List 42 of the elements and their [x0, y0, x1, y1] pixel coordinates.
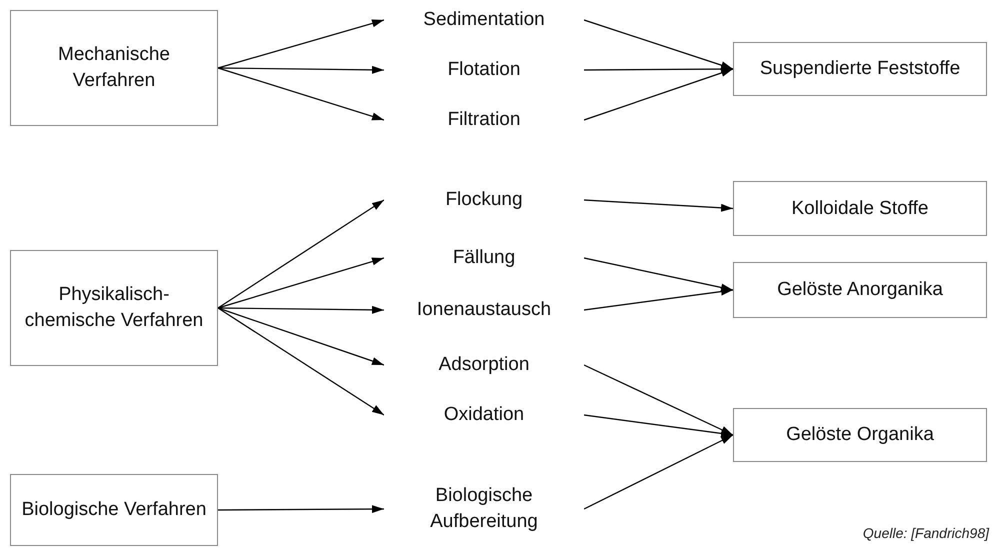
arrow: [218, 306, 384, 314]
arrow: [218, 308, 384, 416]
arrow: [584, 414, 734, 438]
process-box: [733, 42, 987, 96]
process-box: [10, 474, 218, 546]
process-label: Oxidation: [442, 403, 526, 428]
process-label: Flockung: [444, 188, 524, 212]
process-label: Adsorption: [438, 353, 530, 378]
process-box: [10, 10, 218, 126]
arrow: [218, 19, 384, 69]
process-label: Flotation: [446, 58, 522, 82]
box-label: Gelöste Anorganika: [776, 278, 944, 302]
source-note: Quelle: [Fandrich98]: [862, 525, 989, 541]
box-label: Biologische Verfahren: [20, 498, 208, 522]
box-label: Physikalisch-chemische Verfahren: [24, 283, 204, 333]
arrow: [584, 434, 734, 510]
process-box: [733, 408, 987, 462]
process-box: [733, 181, 987, 236]
arrow: [584, 19, 734, 70]
arrow: [218, 505, 384, 514]
process-label: Sedimentation: [422, 8, 546, 32]
process-label: Filtration: [446, 108, 522, 132]
arrow: [584, 257, 734, 292]
arrow: [584, 68, 734, 121]
arrow: [218, 200, 384, 308]
arrow: [584, 199, 734, 212]
box-label: Gelöste Organika: [785, 423, 935, 448]
arrow: [584, 65, 733, 74]
arrow: [218, 307, 384, 366]
box-label: Suspendierte Feststoffe: [758, 57, 962, 82]
box-label: Mechanische Verfahren: [57, 43, 171, 93]
arrow: [218, 257, 384, 309]
arrow: [584, 364, 734, 436]
arrow: [218, 66, 384, 74]
process-box: [733, 262, 987, 318]
arrow: [584, 288, 734, 311]
process-label: Fällung: [452, 246, 516, 270]
arrow: [218, 67, 384, 121]
process-box: [10, 250, 218, 366]
process-label: Ionenaustausch: [416, 298, 552, 322]
process-label: Biologische Aufbereitung: [429, 484, 539, 534]
box-label: Kolloidale Stoffe: [790, 196, 930, 221]
